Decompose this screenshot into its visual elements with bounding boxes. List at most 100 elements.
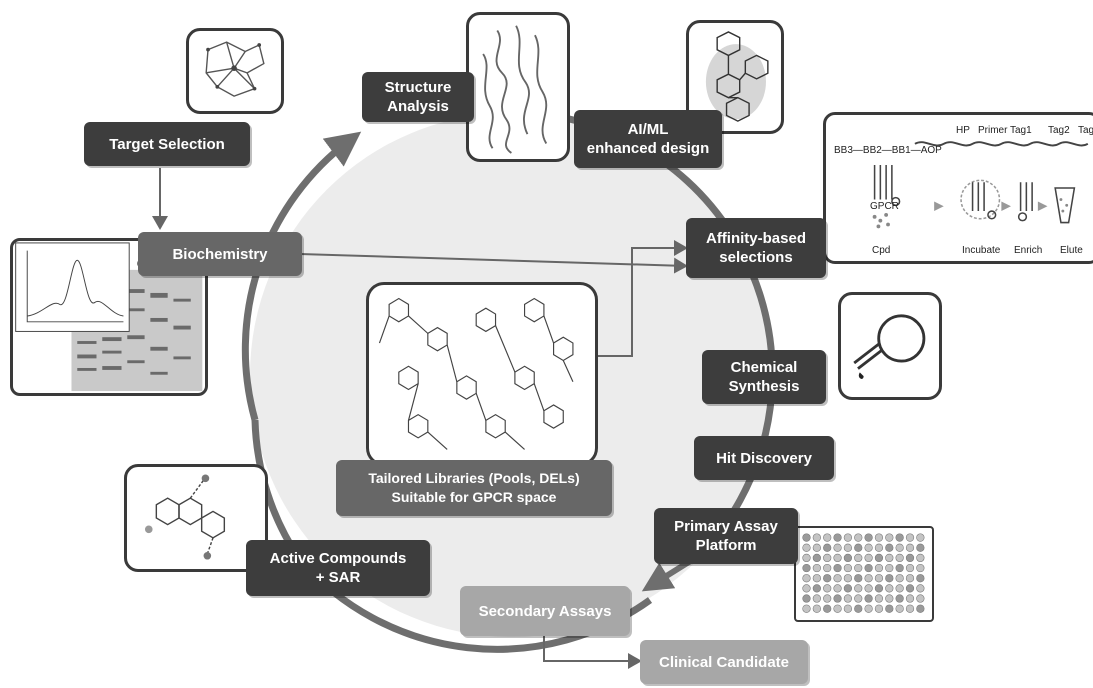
- hit-discovery-node[interactable]: Hit Discovery: [694, 436, 834, 480]
- plate-well: [833, 543, 842, 552]
- plate-well: [916, 553, 925, 563]
- library-to-affinity-arrow: [596, 240, 688, 357]
- plate-well: [854, 553, 863, 563]
- plate-well: [823, 533, 832, 542]
- affinity-gpcr-label: GPCR: [870, 201, 899, 212]
- affinity-selection-panel: BB3—BB2—BB1—AOP HP Primer Tag1 Tag2 Tag3…: [823, 112, 1093, 264]
- biochemistry-node[interactable]: Biochemistry: [138, 232, 302, 276]
- plate-well: [885, 563, 894, 573]
- plate-well: [843, 543, 853, 552]
- plate-well: [885, 604, 894, 613]
- plate-well: [874, 574, 884, 583]
- plate-well: [864, 563, 873, 573]
- plate-well: [812, 594, 821, 603]
- biochem-to-affinity-arrow: [299, 253, 688, 274]
- plate-well: [854, 604, 863, 613]
- plate-well: [864, 553, 873, 563]
- plate-well: [812, 584, 821, 593]
- plate-well: [916, 574, 925, 583]
- plate-well: [916, 604, 925, 613]
- plate-well: [823, 543, 832, 552]
- plate-well: [895, 563, 904, 573]
- affinity-chain-label: BB3—BB2—BB1—AOP: [834, 145, 942, 156]
- plate-well: [843, 553, 853, 563]
- plate-well: [905, 584, 915, 593]
- plate-well: [833, 574, 842, 583]
- plate-well: [905, 604, 915, 613]
- plate-well: [874, 584, 884, 593]
- plate-well: [843, 563, 853, 573]
- structure-analysis-line-2: Analysis: [387, 98, 449, 115]
- plate-well: [885, 574, 894, 583]
- plate-well: [864, 584, 873, 593]
- hit-discovery-label: Hit Discovery: [716, 449, 812, 467]
- plate-well: [895, 594, 904, 603]
- plate-well: [812, 563, 821, 573]
- primary-assay-node[interactable]: Primary Assay Platform: [654, 508, 798, 564]
- plate-well: [802, 533, 811, 542]
- clinical-candidate-label: Clinical Candidate: [658, 653, 790, 671]
- plate-well: [823, 604, 832, 613]
- chemical-synthesis-node[interactable]: Chemical Synthesis: [702, 350, 826, 404]
- compound-library-image: [366, 282, 598, 466]
- plate-well: [885, 594, 894, 603]
- plate-well: [916, 563, 925, 573]
- active-compounds-line-1: Active Compounds: [269, 550, 407, 567]
- affinity-selections-node[interactable]: Affinity-based selections: [686, 218, 826, 278]
- ai-molecule-image: [686, 20, 784, 134]
- plate-well: [802, 543, 811, 552]
- active-compounds-node[interactable]: Active Compounds + SAR: [246, 540, 430, 596]
- tailored-libraries-line-1: Tailored Libraries (Pools, DELs): [368, 470, 580, 486]
- clinical-candidate-node[interactable]: Clinical Candidate: [640, 640, 808, 684]
- plate-well: [895, 574, 904, 583]
- active-compounds-line-2: + SAR: [315, 569, 361, 586]
- chemical-synthesis-image: [838, 292, 942, 400]
- plate-well: [905, 574, 915, 583]
- target-selection-label: Target Selection: [109, 135, 225, 153]
- plate-well: [823, 584, 832, 593]
- plate-well: [823, 553, 832, 563]
- affinity-tag-1: Tag1: [1010, 125, 1032, 136]
- ai-ml-line-1: AI/ML: [627, 121, 669, 138]
- plate-well: [874, 604, 884, 613]
- affinity-tag-primer: Primer: [978, 125, 1008, 136]
- plate-well: [864, 533, 873, 542]
- plate-well: [916, 543, 925, 552]
- plate-well: [843, 604, 853, 613]
- tailored-libraries-node[interactable]: Tailored Libraries (Pools, DELs) Suitabl…: [336, 460, 612, 516]
- plate-well: [895, 543, 904, 552]
- plate-well: [895, 533, 904, 542]
- plate-well: [833, 533, 842, 542]
- affinity-tag-hp: HP: [956, 125, 970, 136]
- plate-well: [895, 553, 904, 563]
- plate-well: [895, 604, 904, 613]
- plate-well: [833, 563, 842, 573]
- plate-well: [802, 604, 811, 613]
- plate-well: [864, 574, 873, 583]
- plate-well: [874, 563, 884, 573]
- plate-well: [833, 604, 842, 613]
- plate-well: [905, 553, 915, 563]
- plate-well: [864, 604, 873, 613]
- target-selection-node[interactable]: Target Selection: [84, 122, 250, 166]
- plate-well: [812, 574, 821, 583]
- plate-well: [885, 533, 894, 542]
- plate-well: [874, 543, 884, 552]
- tailored-libraries-line-2: Suitable for GPCR space: [391, 489, 557, 505]
- affinity-tag-3: Tag3: [1078, 125, 1093, 136]
- secondary-assays-node[interactable]: Secondary Assays: [460, 586, 630, 636]
- ai-ml-design-node[interactable]: AI/ML enhanced design: [574, 110, 722, 168]
- plate-well: [812, 553, 821, 563]
- plate-well: [833, 553, 842, 563]
- plate-well: [854, 574, 863, 583]
- plate-well: [885, 543, 894, 552]
- affinity-line-2: selections: [719, 249, 793, 266]
- structure-analysis-node[interactable]: Structure Analysis: [362, 72, 474, 122]
- plate-well: [843, 574, 853, 583]
- plate-well: [885, 553, 894, 563]
- plate-well: [802, 574, 811, 583]
- plate-well: [864, 594, 873, 603]
- plate-well: [823, 563, 832, 573]
- plate-well: [843, 584, 853, 593]
- assay-plate-image: [794, 526, 934, 622]
